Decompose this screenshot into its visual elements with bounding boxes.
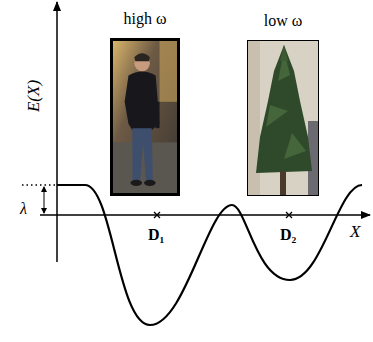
- lambda-label: λ: [20, 200, 27, 218]
- image-panel: high ω: [110, 10, 180, 196]
- x-axis: [40, 214, 370, 216]
- axis-label: X: [350, 222, 360, 242]
- panel-heading: low ω: [227, 12, 339, 30]
- lambda-arrow: [44, 187, 45, 200]
- tree-photo: [247, 40, 319, 196]
- lambda-level: [22, 184, 57, 186]
- panel-heading: high ω: [90, 10, 200, 28]
- axis-label: E(X): [24, 80, 44, 112]
- point-label: D₁: [148, 226, 164, 244]
- y-axis: [56, 2, 58, 262]
- point-label: D₂: [280, 226, 296, 244]
- lambda-arrow: [44, 200, 45, 213]
- person-photo: [110, 38, 180, 196]
- image-panel: low ω: [247, 12, 319, 196]
- energy-curve: [57, 185, 362, 325]
- cross-mark: [154, 212, 292, 218]
